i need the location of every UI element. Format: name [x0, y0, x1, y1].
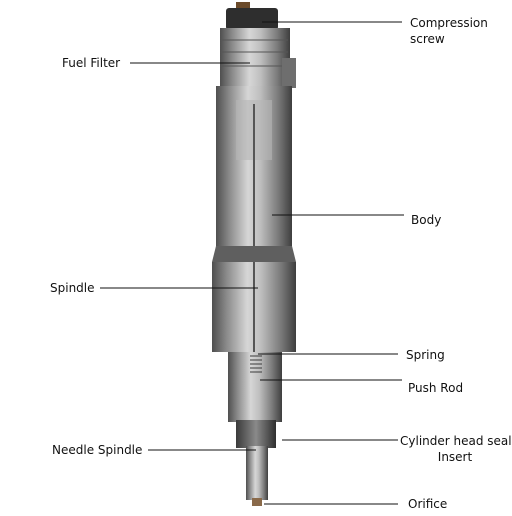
nozzle-tip — [246, 446, 268, 500]
label-compression-line2: screw — [410, 32, 445, 46]
cylinder-head-seal-insert — [236, 420, 276, 448]
fuel-filter-housing — [220, 28, 290, 88]
compression-screw-head — [226, 8, 278, 30]
label-push-rod: Push Rod — [408, 381, 464, 395]
nozzle-nut — [228, 352, 282, 422]
label-spring: Spring — [406, 348, 445, 362]
label-body: Body — [411, 213, 442, 227]
label-needle-spindle: Needle Spindle — [52, 443, 143, 457]
label-orifice: Orifice — [408, 497, 448, 511]
label-fuel-filter: Fuel Filter — [62, 56, 121, 70]
label-cylinder-line1: Cylinder head seal — [400, 434, 512, 448]
label-compression-screw: Compression screw — [410, 15, 488, 47]
label-cylinder-line2: Insert — [437, 450, 473, 464]
label-compression-line1: Compression — [410, 16, 488, 30]
label-cylinder-head-seal: Cylinder head seal Insert — [400, 433, 512, 465]
label-spindle: Spindle — [50, 281, 95, 295]
